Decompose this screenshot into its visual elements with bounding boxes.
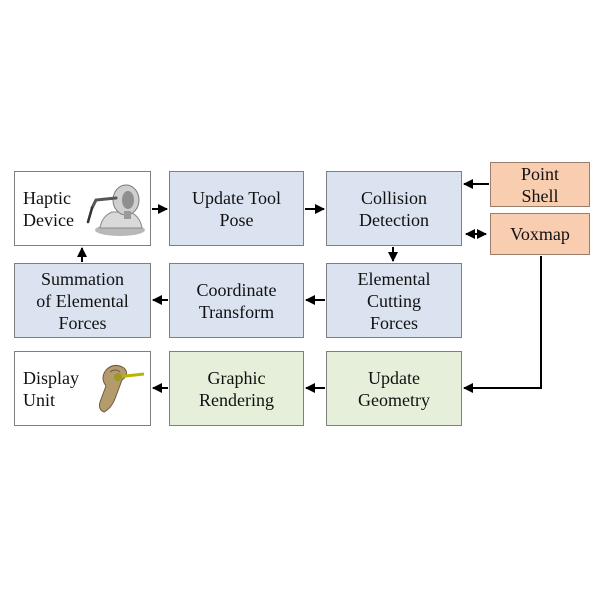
node-label: Summation of Elemental Forces [36,268,129,333]
node-update-tool-pose: Update Tool Pose [169,171,304,246]
node-graphic-rendering: Graphic Rendering [169,351,304,426]
node-point-shell: Point Shell [490,162,590,207]
node-label: Update Tool Pose [192,187,281,230]
node-label: Display Unit [23,367,79,410]
node-collision-detection: Collision Detection [326,171,462,246]
node-summation-of-elemental-forces: Summation of Elemental Forces [14,263,151,338]
node-elemental-cutting-forces: Elemental Cutting Forces [326,263,462,338]
haptic-device-icon [86,184,145,236]
node-label: Graphic Rendering [199,367,274,410]
node-display-unit: Display Unit [14,351,151,426]
bone-model-icon [99,364,145,413]
node-label: Point Shell [520,163,559,206]
node-update-geometry: Update Geometry [326,351,462,426]
node-label: Collision Detection [359,187,429,230]
node-voxmap: Voxmap [490,213,590,255]
node-label: Elemental Cutting Forces [357,268,431,333]
arrow-voxmap-to-update-geometry [463,256,542,393]
node-label: Haptic Device [23,187,74,230]
node-coordinate-transform: Coordinate Transform [169,263,304,338]
node-label: Coordinate Transform [196,279,277,322]
node-label: Voxmap [510,224,570,244]
node-label: Update Geometry [358,367,430,410]
